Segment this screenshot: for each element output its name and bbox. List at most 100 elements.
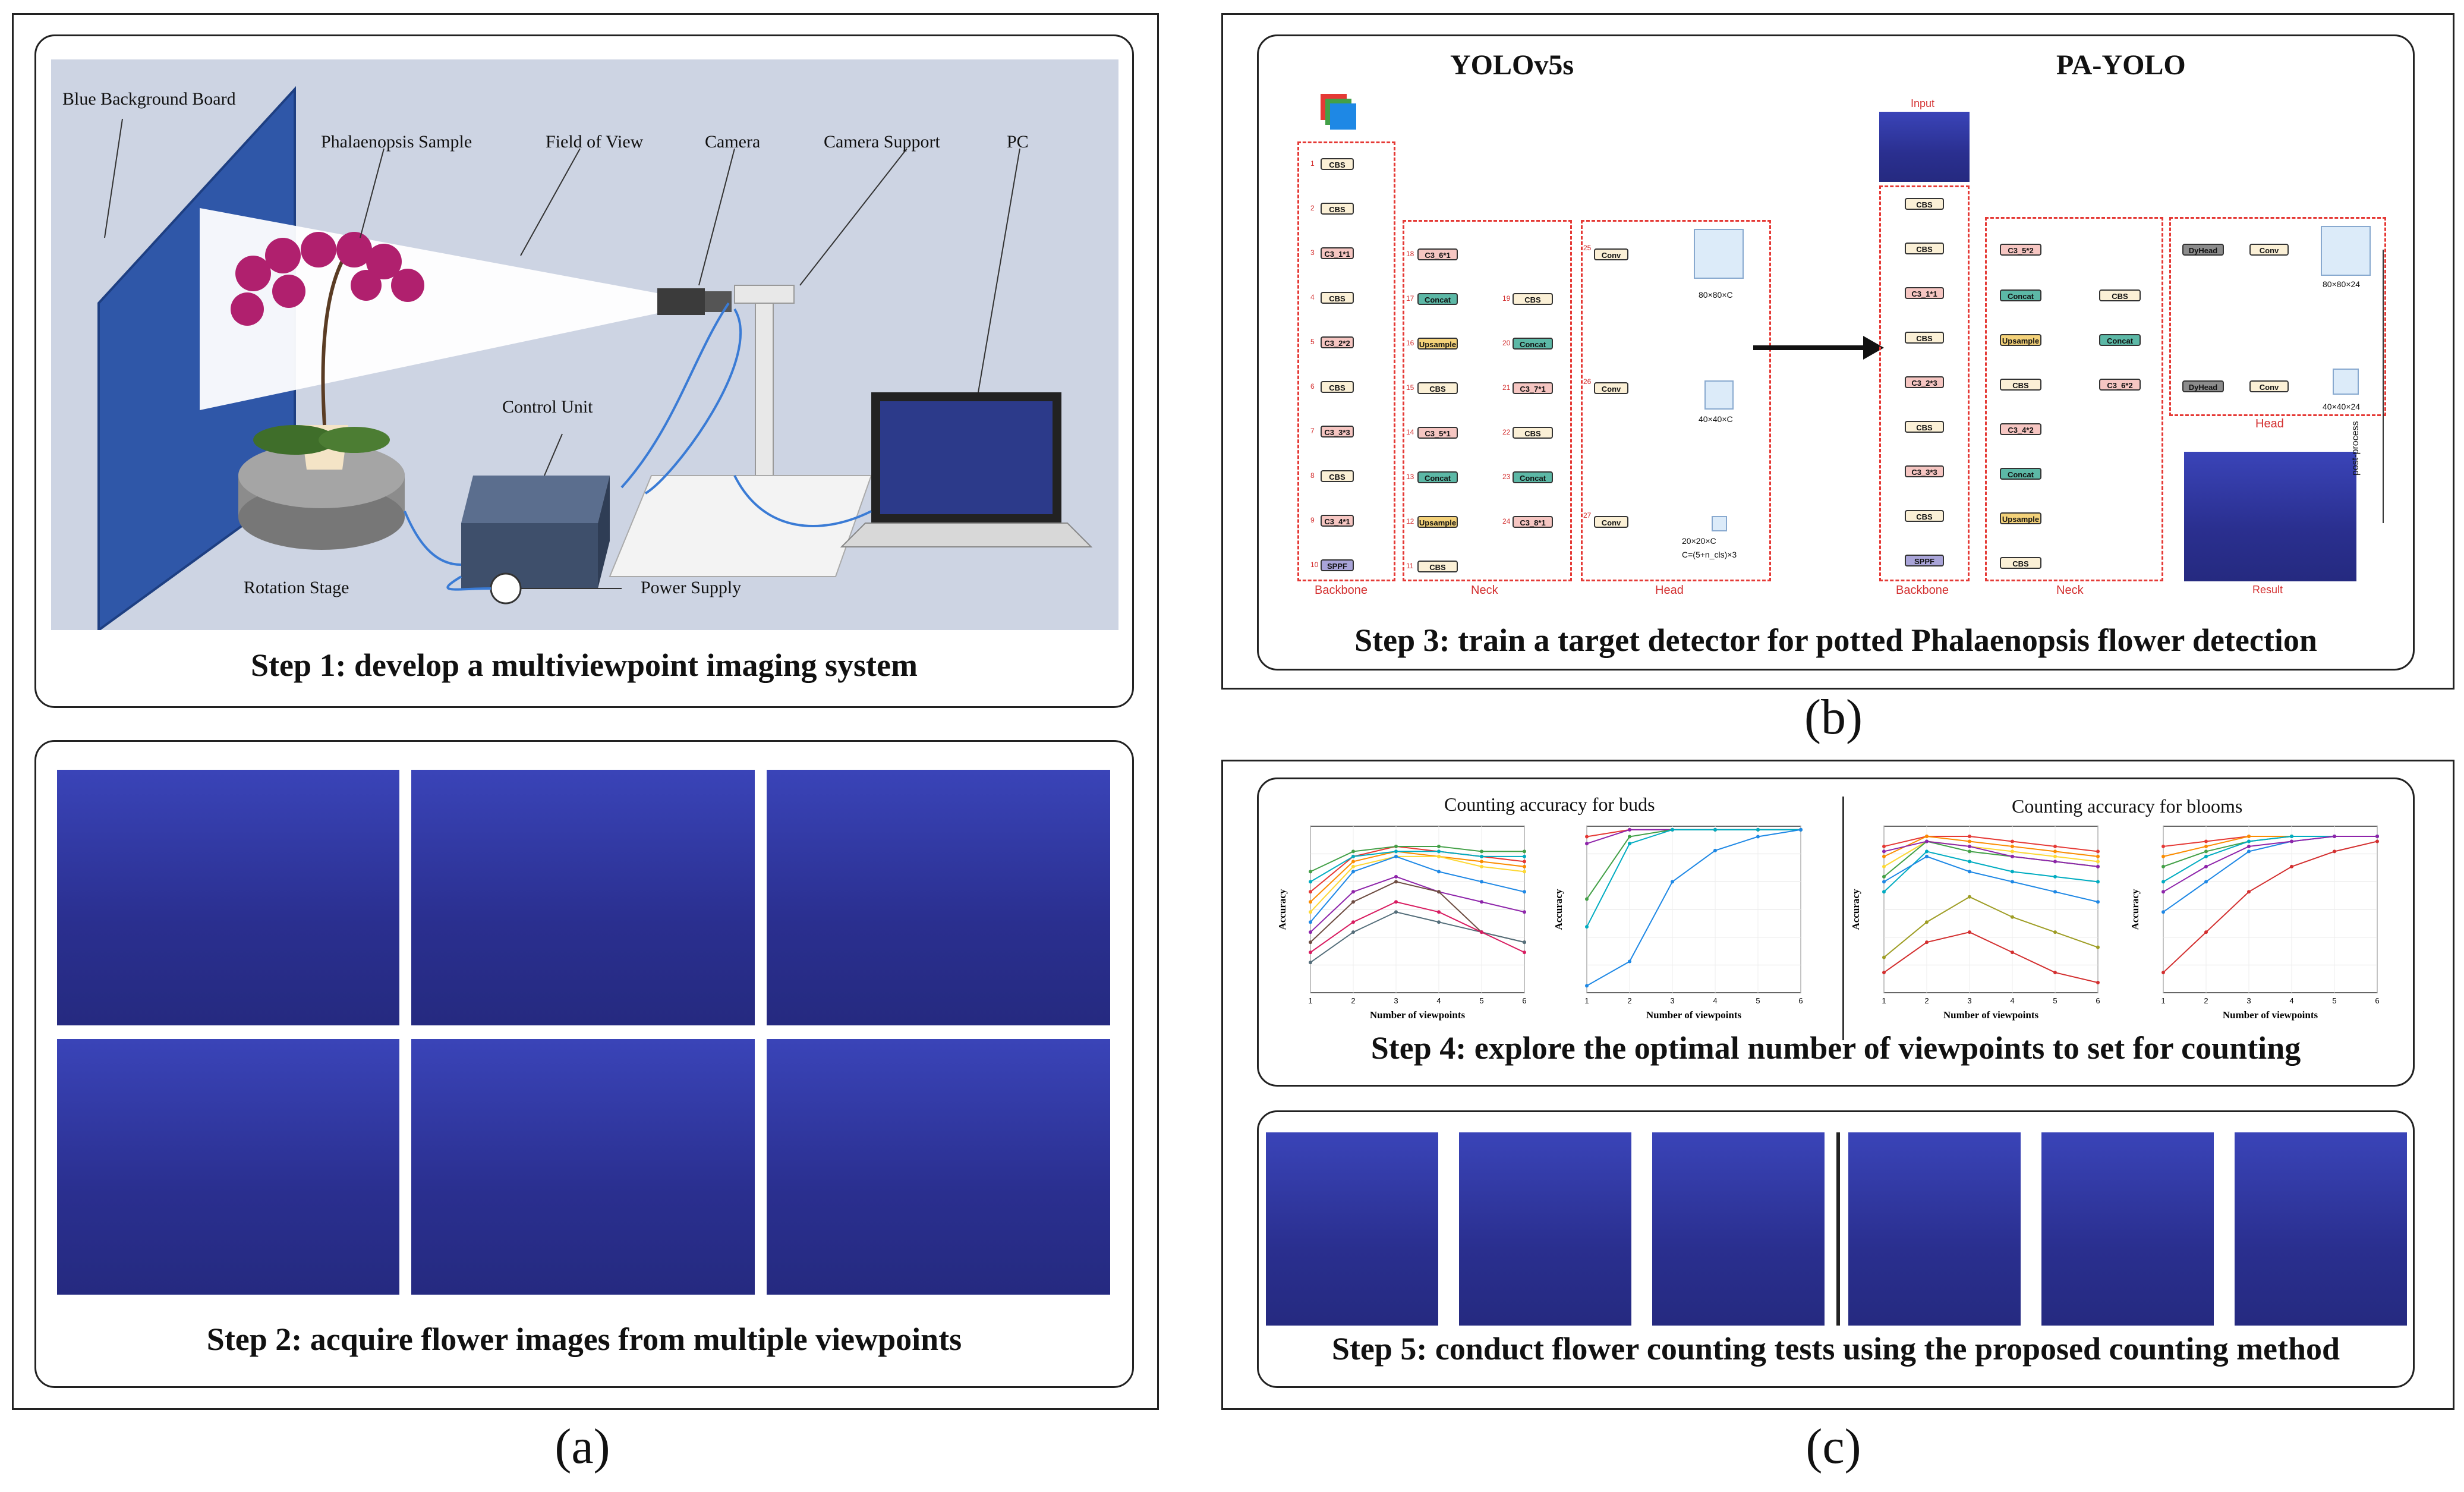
- yolo-neck-right-index: 21: [1502, 383, 1511, 392]
- buds-title: Counting accuracy for buds: [1444, 794, 1655, 815]
- series-point: [2011, 915, 2014, 919]
- yolo-head-label: Head: [1655, 584, 1684, 597]
- y-axis-label: Accuracy: [2129, 889, 2141, 930]
- series-point: [1523, 860, 1526, 864]
- x-tick-label: 6: [1798, 996, 1803, 1005]
- yolo-neck-left-block: Upsample: [1417, 338, 1458, 350]
- series-point: [2053, 844, 2057, 848]
- series-point: [2204, 854, 2208, 858]
- label-control-unit: Control Unit: [502, 397, 593, 417]
- x-tick-label: 6: [2096, 996, 2100, 1005]
- step4-caption: Step 4: explore the optimal number of vi…: [1370, 1030, 2301, 1066]
- x-axis-label: Number of viewpoints: [1943, 1009, 2039, 1021]
- series-point: [1882, 849, 1886, 854]
- series-point: [2096, 945, 2100, 949]
- series-point: [1882, 955, 1886, 959]
- transition-arrow: [1753, 336, 1884, 360]
- x-axis-label: Number of viewpoints: [1370, 1009, 1466, 1021]
- yolo-neck-left-index: 13: [1406, 473, 1414, 481]
- pa-head-conv: Conv: [2249, 380, 2289, 392]
- viewpoint-image-4: [57, 1039, 399, 1295]
- pa-neck-left-block: CBS: [2000, 379, 2041, 391]
- series-point: [2161, 890, 2165, 894]
- pa-backbone-label: Backbone: [1896, 584, 1949, 597]
- pa-input-label: Input: [1911, 97, 1935, 109]
- series-point: [1309, 870, 1312, 874]
- x-tick-label: 4: [2289, 996, 2293, 1005]
- step4-divider: [1842, 797, 1844, 1040]
- x-tick-label: 1: [2161, 996, 2165, 1005]
- series-point: [2011, 950, 2014, 955]
- yolo-backbone-index: 1: [1310, 159, 1315, 168]
- series-point: [2011, 870, 2014, 874]
- series-point: [1585, 925, 1589, 929]
- series-point: [1925, 920, 1929, 924]
- series-line: [1883, 855, 2099, 903]
- series-point: [1351, 860, 1355, 864]
- series-line: [1310, 845, 1524, 873]
- series-point: [2096, 860, 2100, 864]
- series-point: [1480, 854, 1483, 858]
- series-point: [2204, 864, 2208, 868]
- pa-neck-left-block: Upsample: [2000, 512, 2041, 524]
- series-line: [1586, 829, 1801, 987]
- series-point: [2011, 839, 2014, 843]
- yolo-neck-left-index: 15: [1406, 383, 1414, 392]
- pa-backbone-block: CBS: [1905, 243, 1944, 254]
- series-point: [1351, 930, 1355, 934]
- series-point: [1394, 874, 1398, 879]
- count-image-4: [1848, 1132, 2021, 1326]
- yolo-backbone-label: Backbone: [1315, 584, 1368, 597]
- series-point: [2290, 834, 2293, 838]
- series-point: [2204, 930, 2208, 934]
- series-point: [1968, 860, 1971, 864]
- yolo-head-conv: Conv: [1594, 516, 1628, 528]
- pa-input-image: [1879, 112, 1970, 182]
- series-point: [1437, 844, 1441, 848]
- yolo-head-index: 25: [1583, 244, 1592, 252]
- post-process-label: post-process: [2350, 421, 2361, 476]
- series-point: [1882, 844, 1886, 848]
- pa-neck-left-block: CBS: [2000, 557, 2041, 569]
- pa-head-dyhead: DyHead: [2182, 380, 2224, 392]
- yolo-backbone-index: 10: [1310, 561, 1319, 569]
- pa-result-image: [2184, 452, 2356, 581]
- series-point: [1713, 848, 1717, 852]
- series-point: [1585, 984, 1589, 988]
- x-axis-label: Number of viewpoints: [2223, 1009, 2318, 1021]
- count-image-1: [1266, 1132, 1438, 1326]
- series-line: [1586, 829, 1801, 927]
- yolo-head-size: 40×40×C: [1699, 414, 1733, 424]
- step3-caption: Step 3: train a target detector for pott…: [1354, 622, 2317, 658]
- series-line: [2163, 835, 2377, 893]
- yolo-neck-left-index: 12: [1406, 517, 1414, 525]
- series-point: [2375, 834, 2379, 838]
- series-point: [1968, 930, 1971, 934]
- series-point: [1394, 854, 1398, 858]
- series-point: [2161, 880, 2165, 884]
- series-line: [1883, 835, 2099, 857]
- pa-backbone-box: [1879, 185, 1970, 581]
- x-tick-label: 5: [2332, 996, 2336, 1005]
- imaging-system-illustration: [51, 59, 1118, 632]
- series-line: [1310, 851, 1524, 883]
- x-tick-label: 3: [1394, 996, 1398, 1005]
- series-point: [1309, 890, 1312, 894]
- series-point: [2247, 844, 2251, 848]
- yolo-backbone-index: 3: [1310, 248, 1315, 257]
- x-tick-label: 5: [1479, 996, 1483, 1005]
- series-point: [2247, 890, 2251, 894]
- yolo-neck-left-block: C3_6*1: [1417, 248, 1458, 260]
- series-point: [2053, 971, 2057, 975]
- series-point: [1882, 874, 1886, 879]
- viewpoint-image-1: [57, 770, 399, 1025]
- yolo-backbone-index: 8: [1310, 471, 1315, 480]
- series-point: [2247, 839, 2251, 843]
- series-point: [1351, 890, 1355, 894]
- series-point: [2096, 864, 2100, 868]
- series-point: [2053, 874, 2057, 879]
- series-point: [2161, 854, 2165, 858]
- series-point: [1756, 827, 1760, 832]
- x-tick-label: 2: [2204, 996, 2208, 1005]
